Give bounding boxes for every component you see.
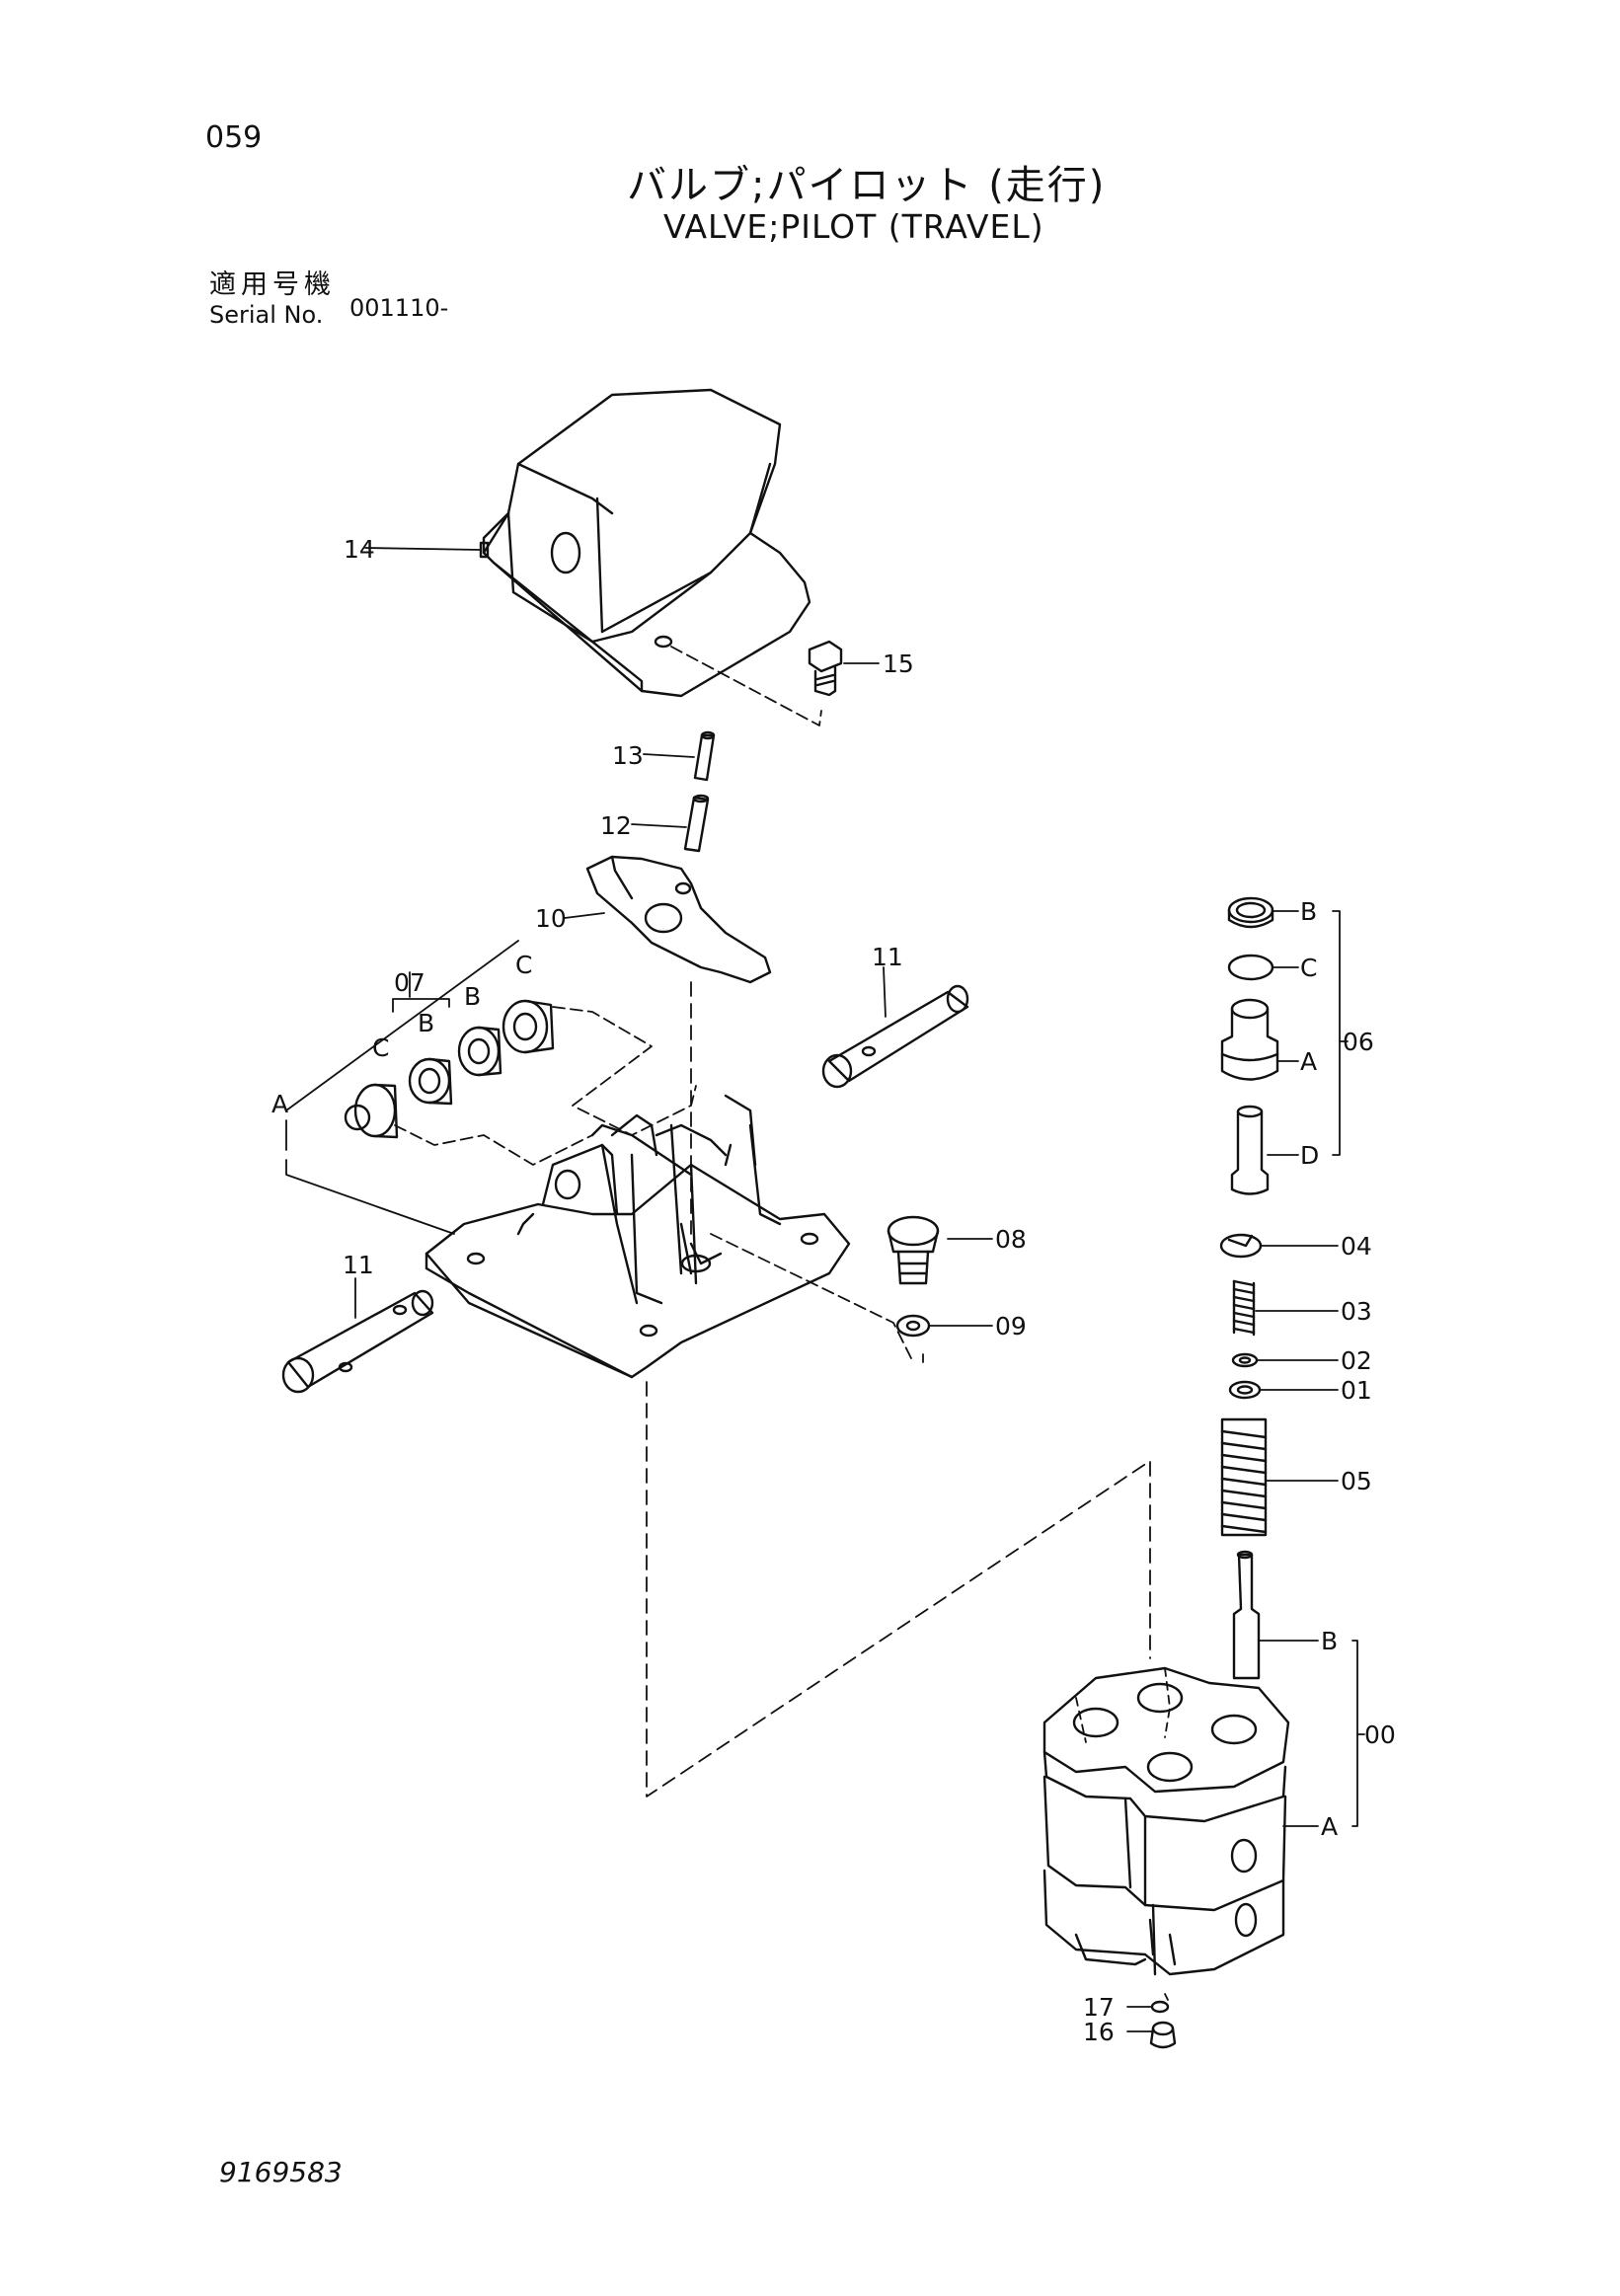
part-11-pin-lower bbox=[281, 1289, 434, 1394]
label-A-left: A bbox=[271, 1090, 288, 1118]
part-01-washer bbox=[1228, 1380, 1262, 1400]
label-00-B: B bbox=[1321, 1627, 1338, 1655]
callout-10: 10 bbox=[535, 904, 567, 933]
part-06-C-oring bbox=[1227, 954, 1274, 981]
part-07-bushings bbox=[344, 999, 555, 1139]
callout-11-upper: 11 bbox=[872, 943, 903, 971]
part-06-A-bushing bbox=[1220, 998, 1279, 1081]
label-06-B: B bbox=[1300, 897, 1317, 926]
callout-01: 01 bbox=[1341, 1376, 1372, 1405]
part-17-oring bbox=[1150, 2000, 1170, 2014]
label-B-left-1: B bbox=[418, 1009, 434, 1037]
label-06-C: C bbox=[1300, 954, 1317, 982]
label-00-A: A bbox=[1321, 1812, 1338, 1841]
callout-15: 15 bbox=[883, 650, 914, 678]
callout-11-lower: 11 bbox=[343, 1251, 374, 1279]
part-14-cover bbox=[479, 388, 811, 698]
part-09-washer bbox=[895, 1314, 931, 1338]
part-04-washer bbox=[1219, 1233, 1263, 1259]
callout-06: 06 bbox=[1343, 1028, 1374, 1056]
title-english: VALVE;PILOT (TRAVEL) bbox=[663, 207, 1044, 246]
part-12-sleeve bbox=[683, 794, 710, 853]
callout-05: 05 bbox=[1341, 1467, 1372, 1495]
callout-02: 02 bbox=[1341, 1346, 1372, 1375]
part-03-spring bbox=[1232, 1279, 1256, 1337]
callouts: 14 15 13 12 10 11 11 07 08 09 06 04 03 0… bbox=[271, 535, 1396, 2046]
part-06-B-ring bbox=[1227, 896, 1274, 929]
callout-00: 00 bbox=[1364, 1721, 1396, 1749]
label-C-left-1: C bbox=[372, 1033, 389, 1062]
part-02-shim bbox=[1231, 1352, 1259, 1368]
drawing-number: 9169583 bbox=[219, 2156, 343, 2188]
callout-17: 17 bbox=[1083, 1993, 1115, 2022]
part-13-pin bbox=[693, 730, 716, 782]
part-00-A-valve-body bbox=[1042, 1666, 1290, 1976]
part-05-spring bbox=[1220, 1417, 1268, 1537]
serial-label-english: Serial No. bbox=[209, 301, 324, 329]
part-06-D-spool bbox=[1230, 1105, 1270, 1195]
part-10-cam-lever bbox=[585, 855, 772, 984]
callout-03: 03 bbox=[1341, 1297, 1372, 1326]
part-housing-base bbox=[424, 1094, 851, 1379]
part-08-plug bbox=[887, 1215, 940, 1285]
serial-value: 001110- bbox=[349, 294, 449, 322]
part-11-pin-upper bbox=[821, 984, 969, 1089]
label-06-A: A bbox=[1300, 1047, 1317, 1076]
callout-08: 08 bbox=[995, 1225, 1027, 1254]
page-number: 059 bbox=[205, 120, 263, 155]
callout-14: 14 bbox=[344, 535, 375, 564]
label-06-D: D bbox=[1300, 1141, 1319, 1170]
callout-04: 04 bbox=[1341, 1232, 1372, 1261]
title-japanese: バルブ;パイロット (走行) bbox=[627, 163, 1107, 208]
serial-label-japanese: 適用号機 bbox=[209, 269, 336, 300]
part-16-plug bbox=[1149, 2021, 1177, 2049]
callout-07: 07 bbox=[394, 968, 425, 997]
callout-09: 09 bbox=[995, 1312, 1027, 1340]
callout-12: 12 bbox=[600, 811, 632, 840]
label-B-left-2: B bbox=[464, 982, 481, 1011]
callout-13: 13 bbox=[612, 741, 644, 770]
label-C-left-2: C bbox=[515, 951, 532, 979]
part-15-bolt bbox=[808, 640, 843, 697]
part-00-B-spool bbox=[1232, 1550, 1261, 1680]
leader-lines bbox=[285, 547, 1365, 2032]
callout-16: 16 bbox=[1083, 2018, 1115, 2046]
